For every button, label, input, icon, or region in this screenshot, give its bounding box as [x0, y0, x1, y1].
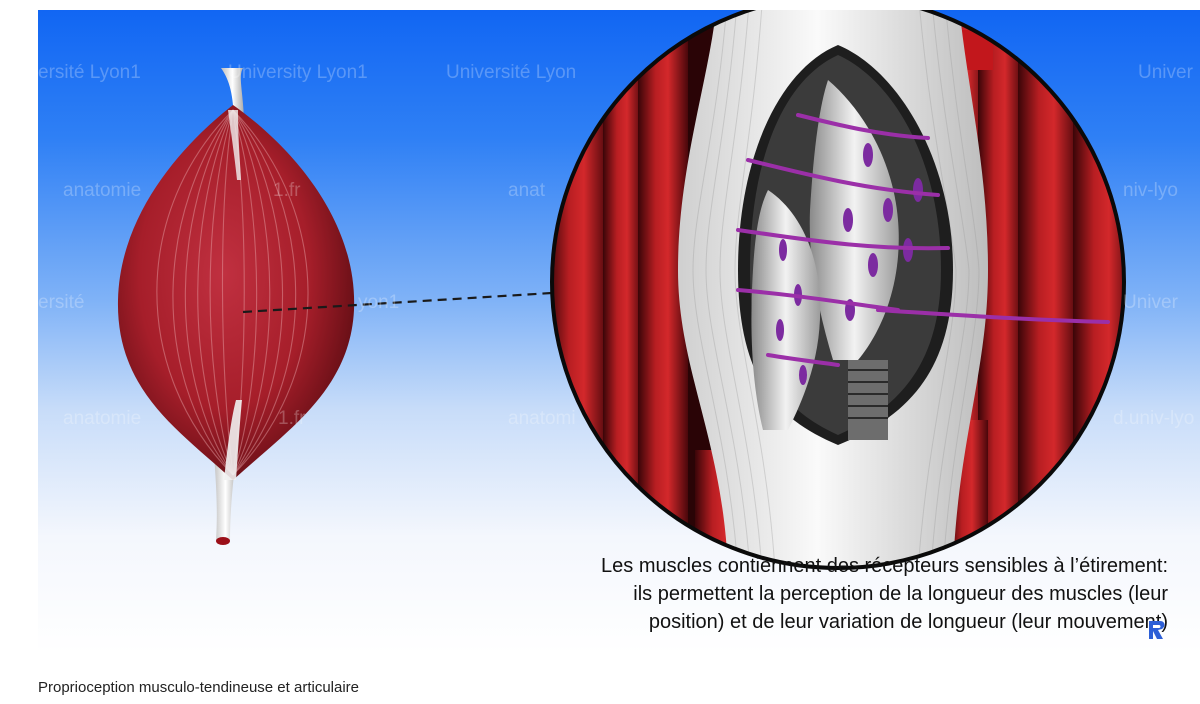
- video-caption-line: Les muscles contiennent des récepteurs s…: [601, 555, 1168, 577]
- figure-caption: Proprioception musculo-tendineuse et art…: [38, 679, 360, 696]
- muscle-shape: [117, 68, 355, 545]
- leader-line: [242, 290, 569, 314]
- magnified-view: [550, 10, 1126, 570]
- video-player[interactable]: ersité Lyon1 University Lyon1 Université…: [38, 10, 1200, 653]
- video-caption: Les muscles contiennent des récepteurs s…: [458, 552, 1168, 636]
- channel-logo-icon[interactable]: [1146, 618, 1168, 642]
- muscle-illustration: [117, 10, 1126, 570]
- video-caption-line: ils permettent la perception de la longu…: [633, 583, 1168, 605]
- video-caption-line: position) et de leur variation de longue…: [648, 611, 1168, 633]
